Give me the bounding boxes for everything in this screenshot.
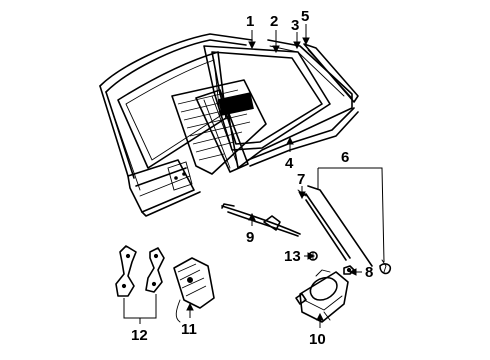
callout-13: 13 xyxy=(284,248,301,265)
callout-8: 8 xyxy=(365,264,373,281)
callout-10: 10 xyxy=(309,331,326,348)
callout-11: 11 xyxy=(181,321,197,338)
side-channel-strip xyxy=(195,89,249,173)
callout-3: 3 xyxy=(291,17,299,34)
liftgate-panel xyxy=(99,33,253,217)
callout-12: 12 xyxy=(131,327,148,344)
callout-5: 5 xyxy=(301,8,309,25)
callout-6: 6 xyxy=(341,149,349,166)
liftgate-hinges xyxy=(115,245,165,297)
retainer-strip xyxy=(303,43,359,103)
callout-1: 1 xyxy=(246,13,254,30)
wiper-blade xyxy=(221,203,301,237)
washer-hose xyxy=(307,185,392,275)
mounting-bracket xyxy=(173,257,215,323)
leader-lines xyxy=(123,24,385,328)
wiper-motor xyxy=(295,269,349,323)
callout-7: 7 xyxy=(297,171,305,188)
callout-9: 9 xyxy=(246,229,254,246)
callout-4: 4 xyxy=(285,155,294,172)
wiper-arm xyxy=(297,189,351,261)
rear-glass xyxy=(171,79,267,175)
callout-2: 2 xyxy=(270,13,278,30)
lower-seal xyxy=(247,107,359,167)
